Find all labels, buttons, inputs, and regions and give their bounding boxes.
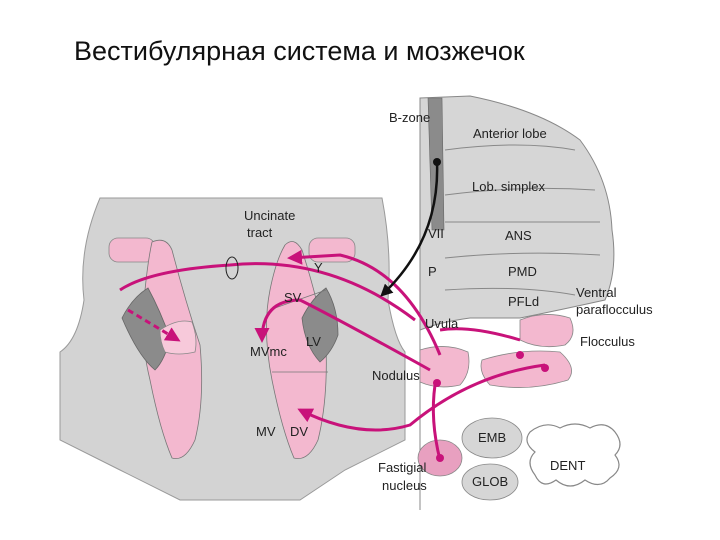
pathway-uncinate [119,262,416,322]
label-glob: GLOB [472,474,508,489]
node-nodulus [433,379,441,387]
label-pfld: PFLd [508,294,539,309]
pathway-to-mvmc [254,298,431,372]
label-b-zone: B-zone [389,110,430,125]
slide-title: Вестибулярная система и мозжечок [74,36,525,66]
label-ventral: Ventral [576,285,617,300]
label-nucleus: nucleus [382,478,427,493]
pathway-from-flocculus [297,363,546,432]
label-flocculus: Flocculus [580,334,635,349]
node-b-zone [433,158,441,166]
label-dent: DENT [550,458,585,473]
label-fastigial: Fastigial [378,460,427,475]
label-uvula: Uvula [425,316,459,331]
left-pink-nucleus-small [108,237,156,263]
node-fastigial [436,454,444,462]
label-dv: DV [290,424,308,439]
node-flocculus [541,364,549,372]
ventral-paraflocculus [519,314,574,348]
label-mv: MV [256,424,276,439]
label-lv: LV [306,334,321,349]
label-paraflocculus: paraflocculus [576,302,653,317]
nodulus [419,346,470,388]
label-sv: SV [284,290,302,305]
node-paraflocculus [516,351,524,359]
label-mvmc: MVmc [250,344,287,359]
label-pmd: PMD [508,264,537,279]
label-y: Y [314,260,323,275]
folium-lines [444,144,601,296]
label-anterior-lobe: Anterior lobe [473,126,547,141]
label-tract: tract [247,225,273,240]
label-ans: ANS [505,228,532,243]
label-lob-simplex: Lob. simplex [472,179,545,194]
emb-nucleus [461,417,523,459]
label-p: P [428,264,437,279]
pathway-b-zone [380,161,439,297]
label-nodulus: Nodulus [372,368,420,383]
label-vii: VII [428,226,444,241]
uncinate-tract-oval [225,256,239,280]
cerebellum-outline [419,95,615,331]
pathway-fastigial [431,384,442,461]
dentate-nucleus [526,423,621,487]
pathway-flocculus-upper [439,327,521,342]
label-uncinate: Uncinate [244,208,295,223]
glob-nucleus [461,463,519,501]
label-emb: EMB [478,430,506,445]
